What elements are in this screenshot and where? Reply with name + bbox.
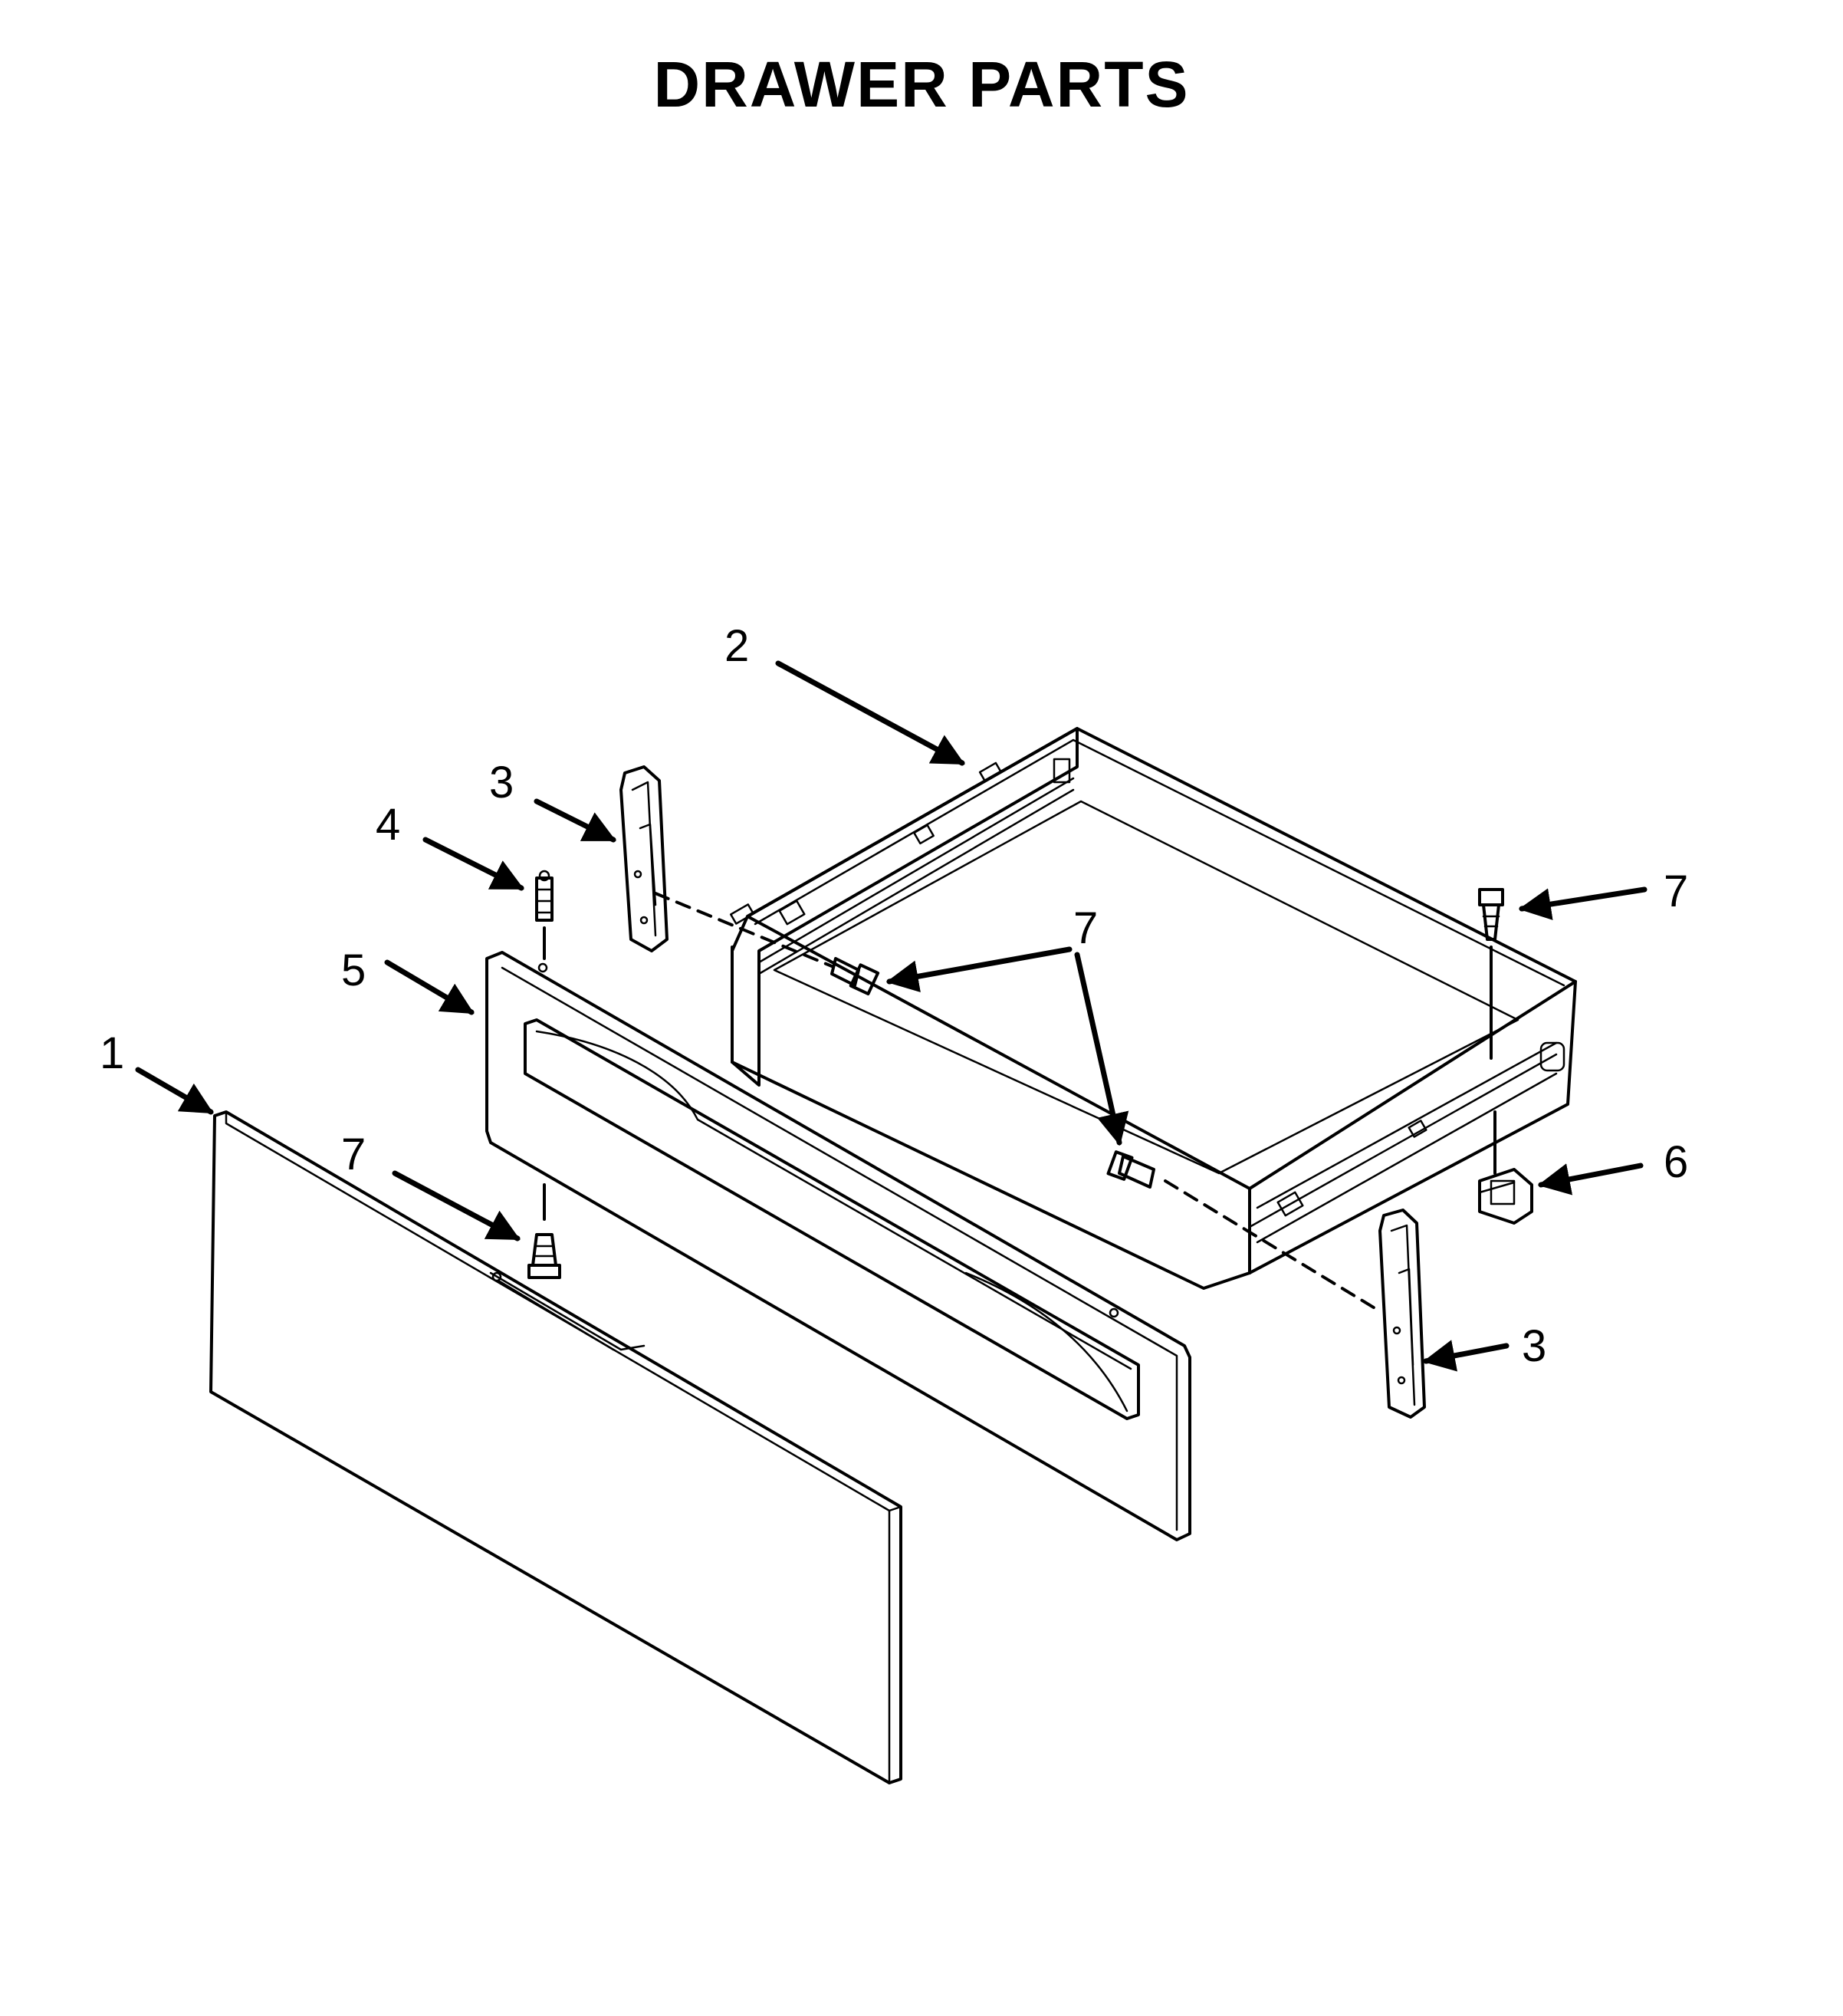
drawer-bracket-right: [1378, 1209, 1426, 1419]
screw-tray-left: [830, 957, 880, 996]
callout-7-rear: 7: [1664, 867, 1688, 916]
callout-5: 5: [341, 946, 366, 995]
callout-6: 6: [1664, 1137, 1688, 1187]
alignment-lines: [543, 892, 1496, 1313]
drawer-body: [729, 727, 1577, 1290]
callout-labels: 1 2 3 3 4 5 6 7 7 7: [100, 621, 1688, 1371]
screw-tray-front: [1106, 1150, 1155, 1189]
screw-tray-rear: [1478, 888, 1504, 941]
callout-arrows: [135, 660, 1648, 1372]
stud-fastener: [535, 870, 554, 922]
callout-2: 2: [724, 621, 749, 671]
drawer-trim-panel: [485, 951, 1191, 1541]
callout-3-right: 3: [1522, 1321, 1546, 1371]
callout-3-left: 3: [489, 758, 514, 807]
drawer-clip: [1478, 1168, 1533, 1225]
page-title: DRAWER PARTS: [653, 48, 1190, 120]
drawer-front-panel: [209, 1110, 902, 1784]
callout-7-tray: 7: [1073, 903, 1098, 953]
screw-front: [527, 1233, 561, 1279]
callout-7-front: 7: [341, 1130, 366, 1179]
callout-4: 4: [376, 800, 400, 850]
callout-1: 1: [100, 1028, 124, 1078]
drawer-bracket-left: [619, 765, 669, 952]
